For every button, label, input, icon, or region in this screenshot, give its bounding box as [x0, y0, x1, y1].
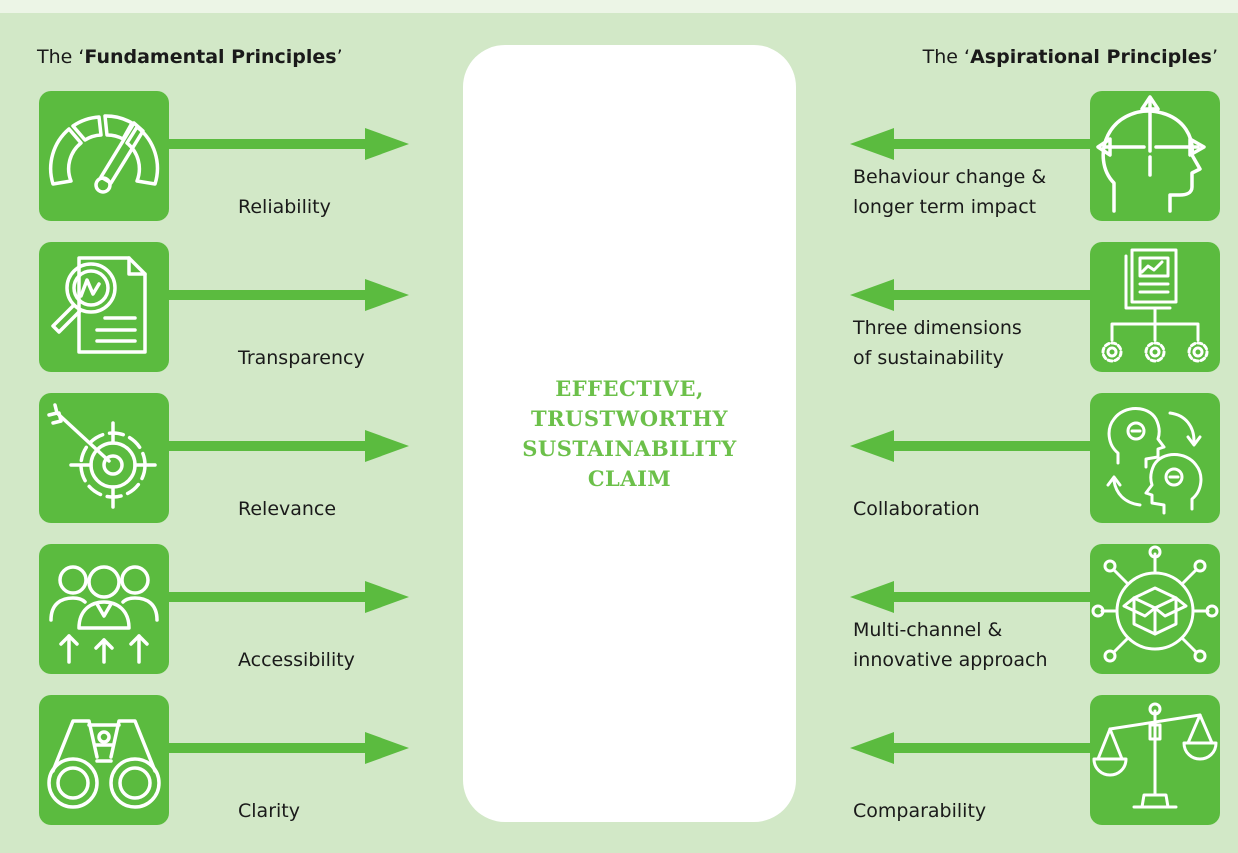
- box-network-icon: [1090, 544, 1220, 674]
- target-gear-icon: [39, 393, 169, 523]
- head-arrows-icon: [1090, 91, 1220, 221]
- arrow-left-multi-channel: [850, 581, 1090, 613]
- arrow-left-three-dimensions: [850, 279, 1090, 311]
- document-magnifier-icon: [39, 242, 169, 372]
- label-reliability: Reliability: [238, 196, 331, 218]
- label-comparability: Comparability: [853, 800, 987, 822]
- arrow-right-transparency: [169, 279, 409, 311]
- report-gears-icon: [1090, 242, 1220, 372]
- arrow-left-collaboration: [850, 430, 1090, 462]
- central-claim-box: EFFECTIVE, TRUSTWORTHY SUSTAINABILITY CL…: [463, 45, 796, 822]
- speedometer-icon: [39, 91, 169, 221]
- arrow-left-behaviour-change: [850, 128, 1090, 160]
- arrow-left-comparability: [850, 732, 1090, 764]
- label-transparency: Transparency: [238, 347, 365, 369]
- two-heads-cycle-icon: [1090, 393, 1220, 523]
- label-relevance: Relevance: [238, 498, 337, 520]
- label-collaboration: Collaboration: [853, 498, 980, 520]
- arrow-right-reliability: [169, 128, 409, 160]
- people-group-icon: [39, 544, 169, 674]
- binoculars-icon: [39, 695, 169, 825]
- label-clarity: Clarity: [238, 800, 300, 822]
- label-accessibility: Accessibility: [238, 649, 355, 671]
- arrow-right-accessibility: [169, 581, 409, 613]
- label-behaviour-change: Behaviour change &longer term impact: [853, 166, 1047, 218]
- central-claim-text: EFFECTIVE, TRUSTWORTHY SUSTAINABILITY CL…: [522, 375, 737, 491]
- balance-scale-icon: [1090, 695, 1220, 825]
- label-multi-channel: Multi-channel &innovative approach: [853, 619, 1048, 671]
- arrow-right-relevance: [169, 430, 409, 462]
- aspirational-principles-heading: The ‘Aspirational Principles’: [922, 46, 1218, 68]
- fundamental-principles-heading: The ‘Fundamental Principles’: [37, 46, 343, 68]
- arrow-right-clarity: [169, 732, 409, 764]
